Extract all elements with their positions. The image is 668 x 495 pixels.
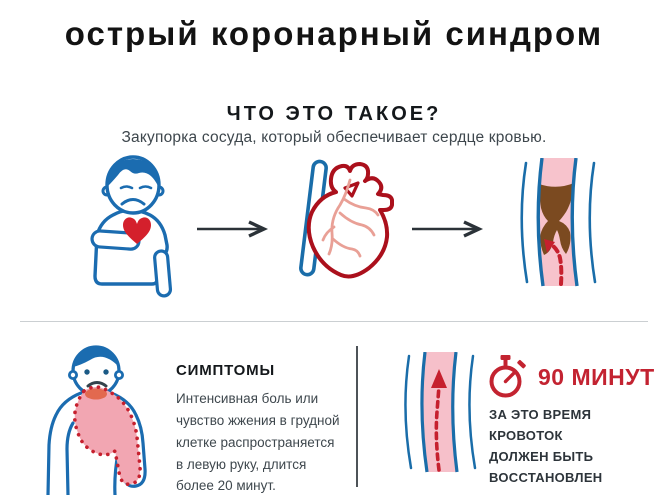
symptoms-block: СИМПТОМЫ Интенсивная боль или чувство жж… bbox=[176, 362, 342, 495]
heart-anatomy-icon bbox=[299, 159, 394, 279]
symptoms-body: Интенсивная боль или чувство жжения в гр… bbox=[176, 391, 340, 494]
what-heading: ЧТО ЭТО ТАКОЕ? bbox=[226, 102, 442, 125]
arrow-right-icon bbox=[197, 220, 269, 238]
what-subtitle: Закупорка сосуда, который обеспечивает с… bbox=[121, 128, 547, 146]
blocked-vessel-icon bbox=[520, 158, 597, 287]
stopwatch-icon bbox=[489, 355, 526, 398]
arrow-right-icon bbox=[412, 220, 484, 238]
time-row: 90 МИНУТ bbox=[485, 354, 655, 400]
restored-vessel-icon bbox=[404, 352, 477, 473]
patient-chest-pain-icon bbox=[90, 155, 173, 298]
page-title: острый коронарный синдром bbox=[64, 15, 604, 53]
patient-pain-area-icon bbox=[46, 345, 147, 495]
time-body: ЗА ЭТО ВРЕМЯ КРОВОТОК ДОЛЖЕН БЫТЬ ВОССТА… bbox=[489, 407, 603, 486]
symptoms-heading: СИМПТОМЫ bbox=[176, 362, 275, 379]
section-divider bbox=[20, 321, 648, 322]
time-duration: 90 МИНУТ bbox=[538, 363, 655, 390]
vertical-divider bbox=[356, 346, 358, 487]
